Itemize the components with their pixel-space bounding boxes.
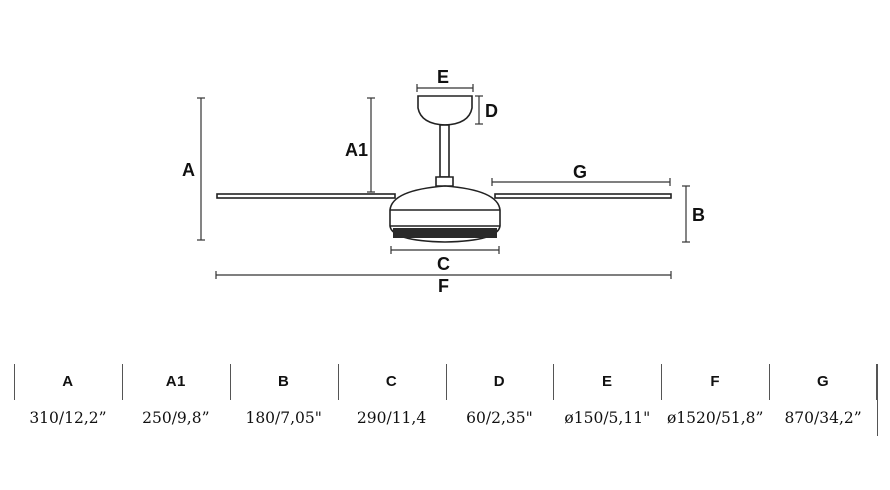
dimension-e: E bbox=[416, 67, 474, 92]
dimension-a: A bbox=[182, 97, 205, 241]
spec-header: F bbox=[710, 373, 721, 390]
spec-value: 870/34,2” bbox=[784, 409, 862, 427]
column-divider bbox=[121, 364, 123, 400]
spec-column-a: A 310/12,2” bbox=[14, 364, 122, 436]
fan-blade-right bbox=[494, 193, 672, 199]
column-divider bbox=[876, 364, 877, 400]
label-d: D bbox=[485, 101, 498, 121]
dimension-g: G bbox=[491, 162, 671, 186]
dimension-b: B bbox=[682, 185, 705, 243]
spec-column-a1: A1 250/9,8” bbox=[121, 364, 230, 436]
spec-column-d: D 60/2,35" bbox=[445, 364, 554, 436]
label-a: A bbox=[182, 160, 195, 180]
column-divider bbox=[553, 364, 555, 400]
spec-header: B bbox=[278, 373, 290, 390]
fan-canopy bbox=[417, 95, 473, 126]
column-divider bbox=[445, 364, 447, 400]
fan-outline bbox=[216, 95, 672, 243]
spec-value: 250/9,8” bbox=[142, 409, 210, 427]
fan-blade-left bbox=[216, 193, 396, 199]
spec-header: E bbox=[602, 373, 613, 390]
column-divider bbox=[769, 364, 771, 400]
spec-column-g: G 870/34,2” bbox=[769, 364, 878, 436]
dimension-a1: A1 bbox=[345, 97, 375, 193]
spec-value: 180/7,05" bbox=[245, 409, 322, 427]
column-divider bbox=[661, 364, 663, 400]
ceiling-fan-dimension-drawing: A A1 E D G B C bbox=[182, 67, 705, 296]
spec-header: G bbox=[816, 373, 830, 390]
dimension-d: D bbox=[475, 95, 498, 125]
spec-header: D bbox=[493, 373, 506, 390]
spec-header: A1 bbox=[165, 373, 186, 390]
label-g: G bbox=[573, 162, 587, 182]
dimension-c: C bbox=[390, 246, 500, 274]
label-c: C bbox=[437, 254, 450, 274]
label-f: F bbox=[438, 276, 449, 296]
column-divider bbox=[229, 364, 231, 400]
dimension-spec-table: A 310/12,2” A1 250/9,8” B 180/7,05" C 290/11,4 D… bbox=[14, 364, 878, 436]
spec-header: C bbox=[385, 373, 398, 390]
spec-value: ø1520/51,8” bbox=[666, 409, 764, 427]
fan-downrod bbox=[439, 124, 450, 178]
spec-column-c: C 290/11,4 bbox=[337, 364, 446, 436]
column-divider bbox=[337, 364, 339, 400]
label-e: E bbox=[437, 67, 449, 87]
spec-value: 60/2,35" bbox=[466, 409, 533, 427]
fan-light-band bbox=[393, 228, 497, 238]
label-a1: A1 bbox=[345, 140, 368, 160]
column-divider bbox=[14, 364, 15, 400]
spec-value: 310/12,2” bbox=[29, 409, 107, 427]
spec-header: A bbox=[62, 373, 74, 390]
spec-column-b: B 180/7,05" bbox=[229, 364, 338, 436]
label-b: B bbox=[692, 205, 705, 225]
spec-value: 290/11,4 bbox=[356, 409, 427, 427]
fan-coupler bbox=[435, 176, 454, 187]
dimension-f: F bbox=[215, 271, 672, 296]
spec-value: ø150/5,11" bbox=[564, 409, 651, 427]
